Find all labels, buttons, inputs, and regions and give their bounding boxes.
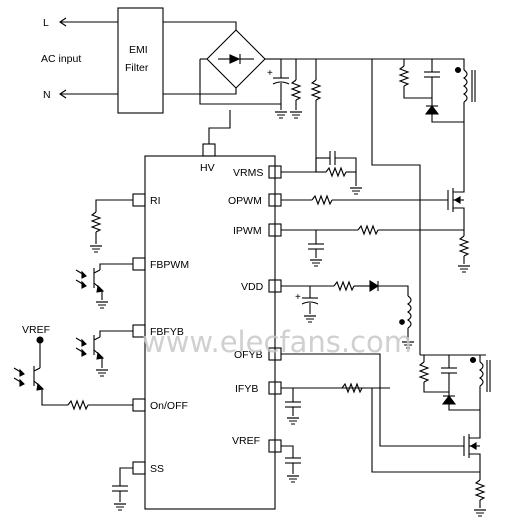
second-snubber (419, 354, 486, 420)
hv-pin-wire (208, 110, 231, 144)
ofyb-gate-wire (281, 353, 464, 447)
pin-label-onoff: On/OFF (150, 400, 188, 412)
ac-input-caption: AC input (41, 53, 81, 65)
fyb-sense-resistor (475, 474, 485, 508)
ac-line-label: L (43, 17, 49, 29)
pwm-sense-resistor (459, 226, 469, 264)
watermark: www.elecfans.com (142, 325, 412, 359)
fbfyb-optocoupler (75, 330, 133, 368)
fbpwm-optocoupler (75, 263, 133, 300)
vdd-cap-polarity: + (295, 292, 301, 303)
pin-label-vdd: VDD (241, 281, 264, 293)
pin-label-vref: VREF (232, 435, 260, 447)
pin-label-opwm: OPWM (228, 195, 262, 207)
pin-label-ss: SS (150, 463, 164, 475)
pwm-mosfet (447, 184, 465, 226)
filter-to-bridge-top (163, 21, 237, 30)
main-transformer (458, 58, 476, 184)
vref-node (36, 336, 44, 344)
bulk-capacitor (272, 59, 290, 110)
vref-capacitor (281, 445, 301, 474)
vrms-sense-resistor (311, 59, 321, 172)
ri-resistor (91, 199, 133, 244)
bulk-cap-polarity: + (267, 68, 273, 79)
ac-line-wire (59, 17, 118, 27)
onoff-phototransistor (13, 340, 133, 410)
second-transformer (479, 355, 491, 410)
pin-label-ri: RI (150, 195, 161, 207)
pin-onoff (132, 398, 146, 412)
primary-snubber (399, 59, 464, 123)
ac-neutral-label: N (43, 89, 51, 101)
vref-external-label: VREF (22, 324, 50, 336)
emi-filter-label-line2: Filter (125, 62, 149, 74)
hv-divider-resistor (291, 59, 301, 110)
pin-fbpwm (132, 257, 146, 271)
vrms-network (281, 151, 357, 186)
pin-label-fbpwm: FBPWM (150, 259, 189, 271)
pin-label-ofyb: OFYB (234, 349, 263, 361)
pin-label-ipwm: IPWM (233, 225, 262, 237)
secondary-stage-feed (371, 59, 421, 355)
ss-capacitor (112, 467, 133, 502)
pin-label-vrms: VRMS (233, 167, 263, 179)
fyb-mosfet (463, 420, 481, 474)
ipwm-sense (281, 225, 464, 258)
pin-label-ifyb: IFYB (235, 383, 258, 395)
pin-label-fbfyb: FBFYB (150, 326, 184, 338)
emi-filter-box (117, 7, 164, 114)
pin-label-hv: HV (200, 162, 215, 174)
ifyb-sense (281, 383, 480, 473)
emi-filter-label-line1: EMI (129, 44, 148, 56)
ac-neutral-wire (59, 89, 118, 99)
pin-ss (132, 461, 146, 475)
vdd-network (281, 280, 412, 340)
bridge-rectifier (206, 29, 266, 89)
pin-ri (132, 193, 146, 207)
filter-to-bridge-bottom (163, 88, 237, 95)
hv-pin (202, 143, 216, 157)
opwm-gate-drive (281, 195, 448, 205)
